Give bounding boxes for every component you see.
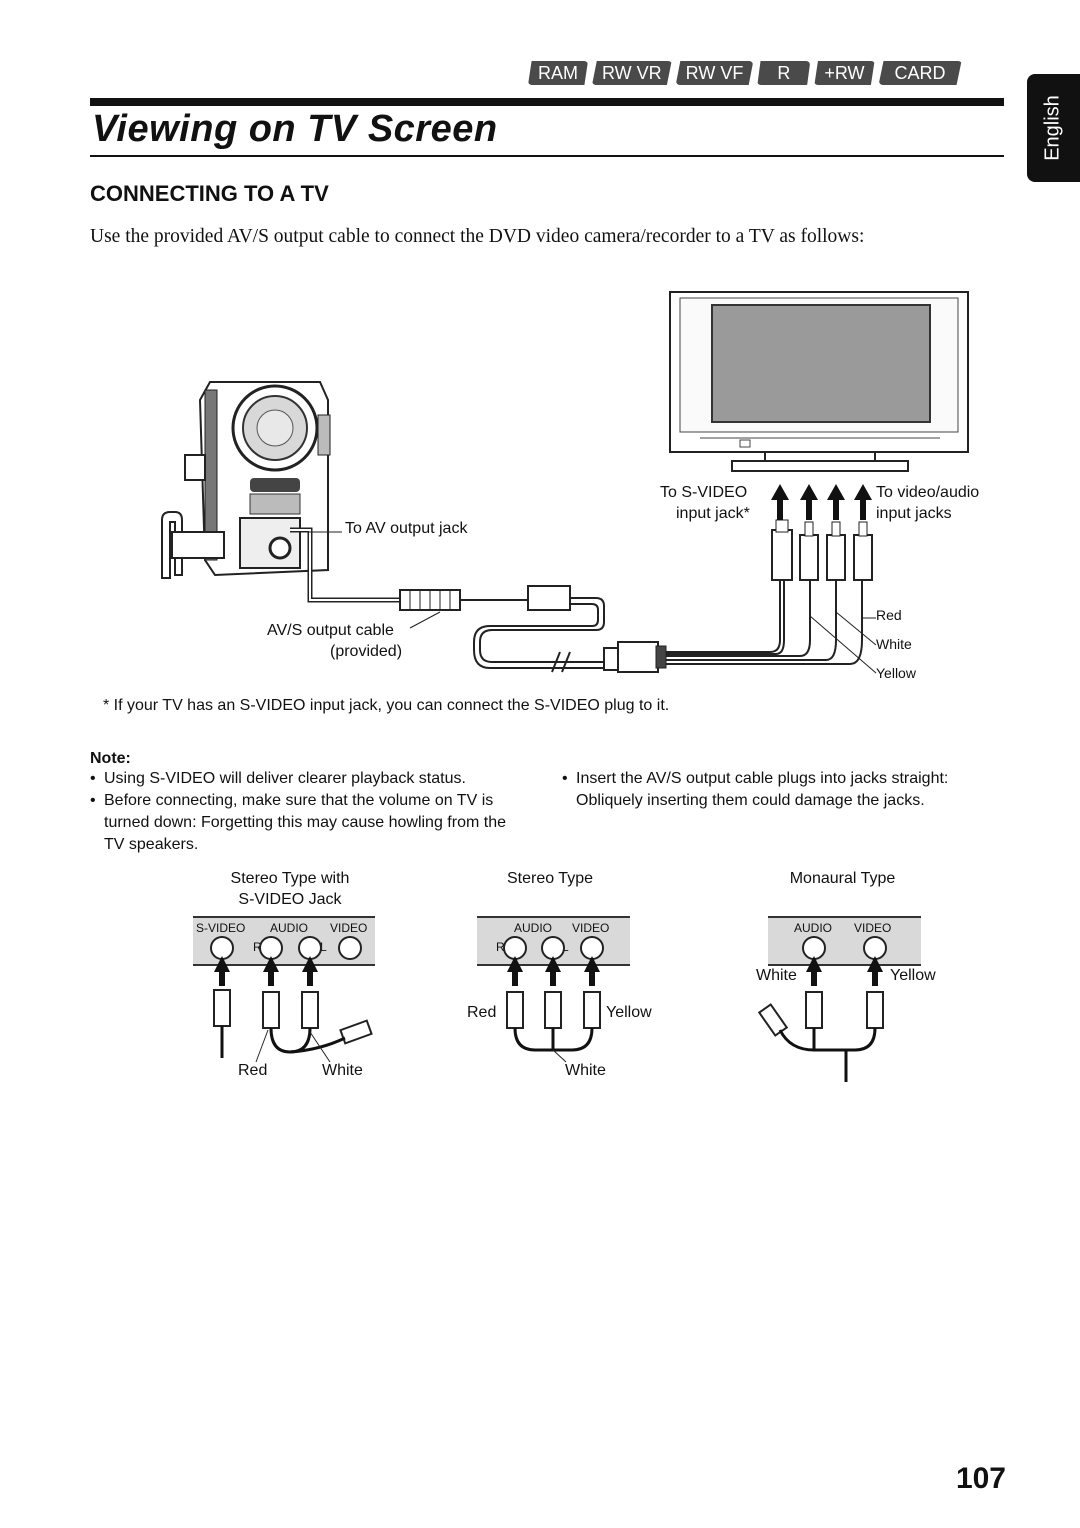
stereo-type-red: Red [467, 1004, 497, 1021]
jack-label-audio: AUDIO [270, 921, 309, 935]
leader-lines [300, 531, 877, 674]
type-stereo-svideo-title: Stereo Type with S-VIDEO Jack [195, 868, 385, 910]
type-mono-title: Monaural Type [789, 870, 896, 887]
jack-label-svideo: S-VIDEO [196, 921, 246, 935]
tab-rw-vr: RW VR [592, 61, 672, 85]
insert-arrows [771, 484, 872, 520]
label-yellow: Yellow [876, 665, 916, 681]
label-to-av-output-jack: To AV output jack [345, 520, 468, 537]
plug-red [262, 991, 280, 1029]
plug-red-unused [757, 1003, 789, 1037]
svideo-type-red: Red [238, 1062, 268, 1079]
note-heading: Note: [90, 750, 131, 767]
title-rule-bottom [90, 155, 1004, 157]
intro-paragraph: Use the provided AV/S output cable to co… [90, 226, 865, 247]
tab-plus-rw: +RW [814, 61, 875, 85]
notes-left: Using S-VIDEO will deliver clearer playb… [90, 768, 530, 856]
plug-yellow-unused [339, 1019, 373, 1045]
stereo-type-yellow: Yellow [606, 1004, 652, 1021]
plug-yellow [866, 991, 884, 1029]
jack-r: R [253, 940, 262, 954]
jack-audio-l [541, 936, 565, 960]
label-cable: AV/S output cable [267, 622, 394, 639]
jack-audio-r [503, 936, 527, 960]
type-title-line: Stereo Type with [230, 870, 350, 887]
note-item: Insert the AV/S output cable plugs into … [562, 768, 1002, 812]
jack-label-audio: AUDIO [514, 921, 553, 935]
jack-audio [802, 936, 826, 960]
label-red: Red [876, 607, 902, 623]
jack-audio-l [298, 936, 322, 960]
plug-red [506, 991, 524, 1029]
label-to-svideo: To S-VIDEO [660, 484, 748, 501]
svideo-type-white: White [322, 1062, 363, 1079]
page-number: 107 [955, 1462, 1006, 1495]
svideo-plug [771, 519, 793, 581]
label-input-jacks: input jacks [876, 505, 952, 522]
panel-mono: AUDIO VIDEO [768, 916, 921, 966]
tab-card: CARD [878, 61, 962, 85]
av-s-output-cable [290, 527, 667, 673]
notes-right: Insert the AV/S output cable plugs into … [562, 768, 1002, 812]
plug-wires [666, 580, 863, 665]
label-cable-provided: (provided) [330, 643, 403, 660]
mono-type-yellow: Yellow [890, 967, 936, 984]
note-item: Using S-VIDEO will deliver clearer playb… [90, 768, 530, 790]
plug-white [805, 991, 823, 1029]
label-to-video-audio: To video/audio [876, 484, 980, 501]
connection-diagram [161, 291, 969, 674]
jack-label-video: VIDEO [572, 921, 610, 935]
label-white: White [876, 636, 912, 652]
tv-illustration [669, 291, 969, 472]
jack-l: L [562, 940, 569, 954]
jack-l: L [320, 940, 327, 954]
tab-rw-vf: RW VF [675, 61, 754, 85]
plug-white [544, 991, 562, 1029]
rca-plug-yellow [853, 521, 873, 581]
tab-r: R [757, 61, 811, 85]
plug-yellow [583, 991, 601, 1029]
rca-plug-white [826, 521, 846, 581]
mono-type-white: White [756, 967, 797, 984]
jack-svideo [210, 936, 234, 960]
tab-ram: RAM [528, 61, 588, 85]
plug-white [301, 991, 319, 1029]
label-input-jack: input jack* [676, 505, 750, 522]
title-rule-top [90, 98, 1004, 106]
page-title: Viewing on TV Screen [92, 108, 498, 150]
jack-label-video: VIDEO [330, 921, 368, 935]
jack-video [863, 936, 887, 960]
jack-label-video: VIDEO [854, 921, 892, 935]
rca-plug-red [799, 521, 819, 581]
plug-svideo [213, 989, 231, 1027]
stereo-type-white: White [565, 1062, 606, 1079]
type-title-line: S-VIDEO Jack [238, 891, 342, 908]
camcorder-illustration [161, 381, 331, 579]
jack-audio-r [259, 936, 283, 960]
note-item: Before connecting, make sure that the vo… [90, 790, 530, 856]
type-stereo-title: Stereo Type [507, 870, 593, 887]
section-heading: CONNECTING TO A TV [90, 181, 329, 206]
jack-video [580, 936, 604, 960]
footnote: * If your TV has an S-VIDEO input jack, … [103, 697, 670, 714]
jack-r: R [496, 940, 505, 954]
language-tab [1027, 74, 1080, 182]
jack-video [338, 936, 362, 960]
jack-type-diagrams [210, 936, 887, 1082]
disc-type-tabs: RAM RW VR RW VF R +RW CARD [528, 61, 962, 85]
jack-label-audio: AUDIO [794, 921, 833, 935]
